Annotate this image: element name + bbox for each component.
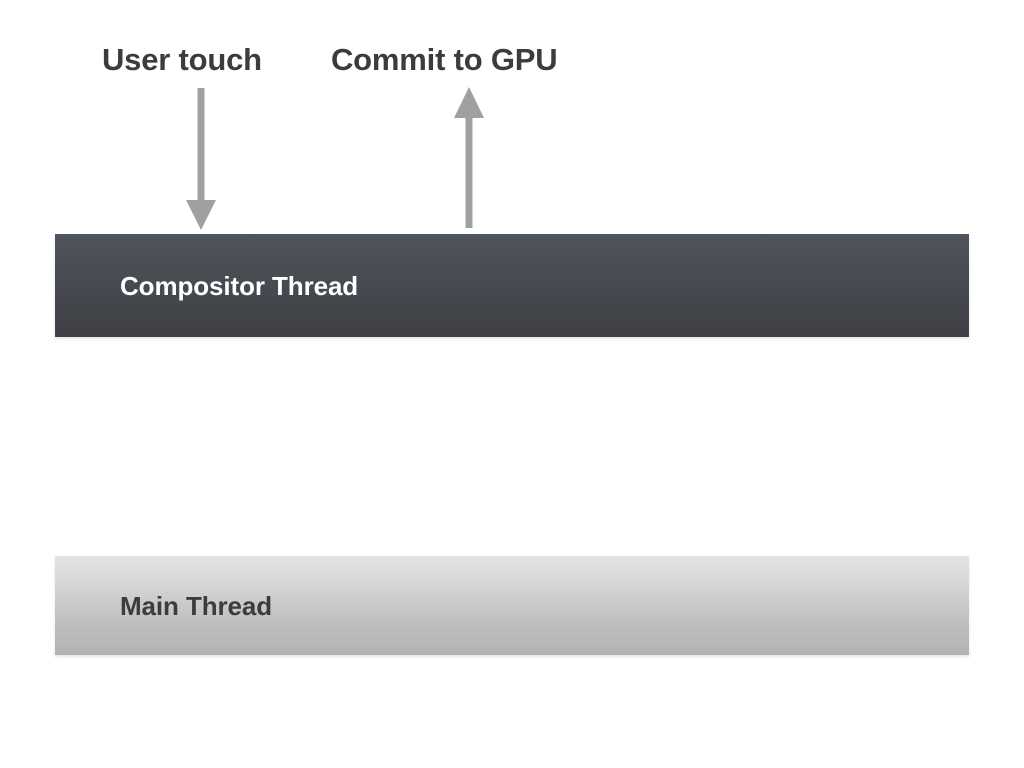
arrow-up-icon (453, 86, 485, 230)
thread-label-compositor-thread: Compositor Thread (120, 270, 359, 301)
annotation-label-user-touch: User touch (102, 42, 262, 77)
arrow-down-icon (185, 88, 217, 232)
thread-bar-main-thread: Main Thread (55, 556, 969, 655)
thread-label-main-thread: Main Thread (120, 590, 273, 621)
annotation-label-commit-to-gpu: Commit to GPU (331, 42, 558, 77)
thread-bar-compositor-thread: Compositor Thread (55, 234, 969, 337)
